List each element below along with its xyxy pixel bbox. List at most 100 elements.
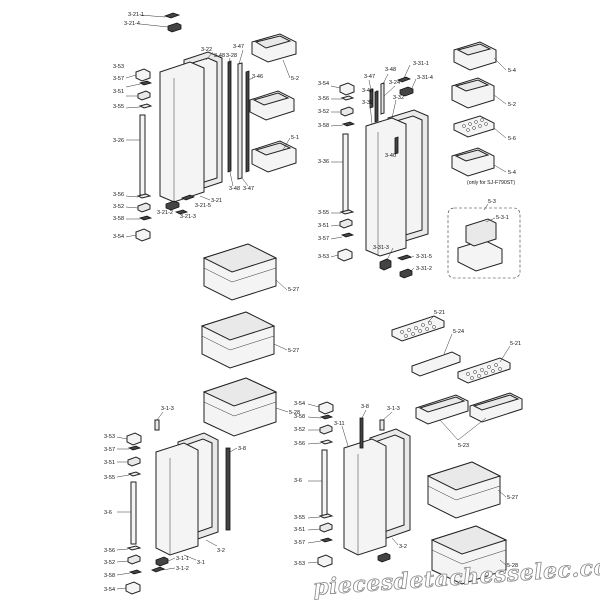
label-5-28-b: 5-28 [507, 563, 518, 569]
label-3-56-d: 3-56 [294, 441, 305, 447]
label-3-56-c: 3-56 [104, 548, 115, 554]
label-3-53-c: 3-53 [104, 434, 115, 440]
part-3-31-3 [379, 258, 392, 271]
part-3-21-door-panel [159, 61, 205, 203]
part-5-21-ice-tray-b [457, 357, 511, 384]
part-3-8-gasket-b [359, 417, 364, 449]
label-3-54-b: 3-54 [318, 81, 329, 87]
part-3-57-bracket-b [340, 232, 355, 238]
part-3-6-rod-b [321, 449, 328, 517]
label-3-51-b: 3-51 [318, 223, 329, 229]
label-3-21-3: 3-21-3 [180, 214, 196, 220]
label-3-51-d: 3-51 [294, 527, 305, 533]
label-5-24: 5-24 [453, 329, 464, 335]
label-5-28-a: 5-28 [289, 410, 300, 416]
label-5-21-b: 5-21 [510, 341, 521, 347]
label-3-47-b: 3-47 [243, 186, 254, 192]
label-3-52-b: 3-52 [318, 109, 329, 115]
label-3-31-3: 3-31-3 [373, 245, 389, 251]
label-5-27-a: 5-27 [288, 287, 299, 293]
part-3-58-bracket [138, 215, 153, 221]
label-3-36: 3-36 [318, 159, 329, 165]
model-note: (only for SJ-F790ST) [467, 180, 515, 186]
label-3-58-d: 3-58 [294, 414, 305, 420]
part-3-55-washer [138, 103, 153, 109]
part-3-58-bracket-d [319, 414, 334, 420]
part-5-21-ice-tray-a [391, 315, 445, 342]
label-3-55: 3-55 [113, 104, 124, 110]
label-3-24: 3-24 [389, 80, 400, 86]
label-3-48-b: 3-48 [229, 186, 240, 192]
label-3-58-c: 3-58 [104, 573, 115, 579]
label-5-6: 5-6 [508, 136, 516, 142]
label-5-23: 5-23 [458, 443, 469, 449]
part-3-1-2-bracket [151, 566, 165, 573]
label-3-28: 3-28 [226, 53, 237, 59]
label-3-58: 3-58 [113, 216, 124, 222]
part-3-11-door-panel [343, 438, 387, 556]
label-3-57-b: 3-57 [318, 236, 329, 242]
part-labels: 3-21-1 3-21-4 3-22 3-48 3-28 3-47 3-46 5… [104, 12, 521, 593]
label-3-31: 3-31 [362, 100, 373, 106]
label-3-1-3-b: 3-1-3 [387, 406, 400, 412]
label-5-27-b: 5-27 [288, 348, 299, 354]
part-bottom-hinge-b [377, 552, 391, 563]
label-3-26: 3-26 [113, 138, 124, 144]
part-3-56-washer-c [126, 545, 142, 551]
label-3-21: 3-21 [211, 198, 222, 204]
label-3-31-2: 3-31-2 [416, 266, 432, 272]
label-3-52-d: 3-52 [294, 427, 305, 433]
label-5-1: 5-1 [291, 135, 299, 141]
label-3-46: 3-46 [252, 74, 263, 80]
part-3-52-hinge-d [319, 424, 333, 435]
part-3-51-hinge-d [319, 522, 333, 533]
part-3-8-gasket-a [225, 447, 231, 531]
label-3-53-b: 3-53 [318, 254, 329, 260]
part-3-51-hinge-c [127, 456, 141, 467]
label-3-21-2: 3-21-2 [157, 210, 173, 216]
part-3-56-washer [136, 193, 152, 199]
label-3-53: 3-53 [113, 64, 124, 70]
part-3-55-washer-d [318, 513, 334, 519]
part-3-54-cap [135, 228, 151, 242]
label-3-47-c: 3-47 [364, 74, 375, 80]
part-3-58-bracket-b [341, 121, 356, 127]
top-right-door-group [330, 64, 429, 279]
part-3-21-2 [165, 200, 180, 211]
part-3-52-hinge-b [340, 106, 354, 117]
label-5-2-b: 5-2 [508, 102, 516, 108]
part-3-55-washer-b [339, 209, 355, 215]
label-3-58-b: 3-58 [318, 123, 329, 129]
label-5-4-b: 5-4 [508, 170, 516, 176]
part-3-47-strip-b [369, 88, 374, 109]
label-3-31-1: 3-31-1 [413, 61, 429, 67]
part-3-54-cap-b [339, 82, 355, 96]
top-right-shelves-group [447, 41, 521, 279]
label-5-21-a: 5-21 [434, 310, 445, 316]
part-3-1-3-pin [154, 419, 160, 431]
center-drawers-group [200, 243, 289, 437]
label-3-40: 3-40 [385, 153, 396, 159]
label-3-55-c: 3-55 [104, 475, 115, 481]
label-3-21-5: 3-21-5 [195, 203, 211, 209]
option-box-5-3 [447, 207, 521, 279]
label-3-11: 3-11 [334, 421, 345, 427]
label-3-48: 3-48 [214, 53, 225, 59]
top-left-door-group [125, 12, 297, 242]
part-3-53-cap-c [126, 432, 142, 446]
part-5-3-bin [457, 239, 503, 272]
label-3-2-a: 3-2 [217, 548, 225, 554]
label-3-54: 3-54 [113, 234, 124, 240]
label-5-3-1: 5-3-1 [496, 215, 509, 221]
part-3-31-2 [399, 268, 413, 279]
label-3-48-c: 3-48 [385, 67, 396, 73]
label-3-31-5: 3-31-5 [416, 254, 432, 260]
part-3-48-strip-b [380, 82, 385, 115]
part-5-3-1-cover [465, 218, 497, 247]
part-3-54-cap-d [318, 401, 334, 415]
part-3-56-washer-d [319, 439, 334, 445]
label-3-1-2: 3-1-2 [176, 566, 189, 572]
part-5-24-holder [411, 351, 461, 377]
part-3-26-rod [139, 114, 146, 196]
part-3-1-door-panel [155, 442, 199, 556]
